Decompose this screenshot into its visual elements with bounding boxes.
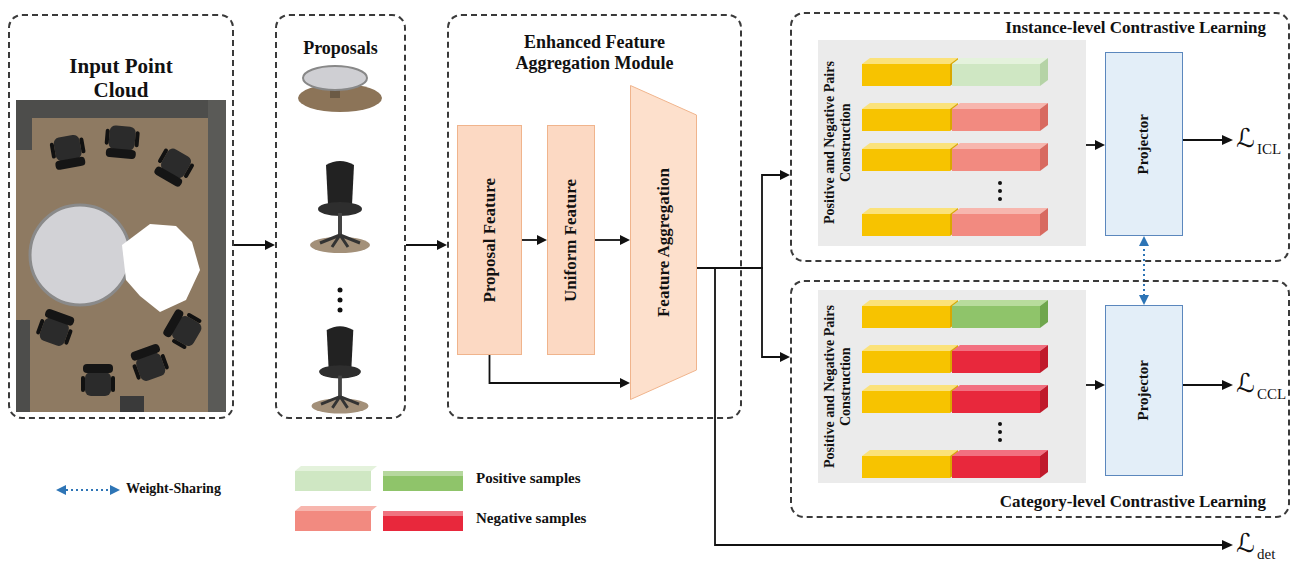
point-cloud-room [16, 100, 226, 412]
proposal-thumbnails [298, 66, 382, 414]
connector-line [1143, 244, 1145, 297]
contrastive-panel: Category-level Contrastive Learning Posit… [790, 280, 1290, 518]
loss-symbol: ℒ [1236, 370, 1255, 396]
legend-label: Positive samples [476, 471, 581, 486]
arrowhead [1095, 380, 1105, 390]
node-label: Instance-level Contrastive Learning [1005, 18, 1266, 38]
node-label: Feature Aggregation [654, 168, 674, 317]
proposals-panel: Proposals [275, 14, 406, 419]
connector [595, 235, 630, 245]
connector-line [234, 244, 267, 246]
node-label: Proposal Feature [480, 178, 500, 303]
connector [234, 240, 275, 250]
connector [1086, 140, 1105, 150]
legend-samples [56, 466, 377, 531]
arrowhead [1095, 140, 1105, 150]
legend-swatch [383, 511, 463, 531]
node-label: Category-level Contrastive Learning [1000, 492, 1266, 512]
node-label: Positive and Negative Pairs Construction [822, 295, 854, 478]
connector [697, 268, 790, 362]
connector-line [406, 244, 439, 246]
loss-arrowheads [1222, 135, 1233, 550]
connector-line [522, 239, 539, 241]
projector-box: Projector [1105, 305, 1183, 476]
arrowhead [437, 240, 447, 250]
connector [406, 240, 447, 250]
node-label: Projector [1135, 114, 1152, 175]
aggregation-trapezoid: Feature Aggregation [630, 85, 697, 400]
arrowhead [780, 170, 790, 180]
pairs-panel: Positive and Negative Pairs Construction [818, 40, 1086, 246]
feature-box: Uniform Feature [547, 125, 595, 355]
weight-sharing-connector [1139, 236, 1149, 305]
legend-label: Weight-Sharing [126, 482, 221, 496]
connector-line [490, 355, 623, 383]
arrowhead [1139, 295, 1149, 305]
arrowhead [620, 378, 630, 388]
legend-swatch [383, 471, 463, 491]
loss-subscript: ICL [1257, 142, 1281, 157]
connector [490, 355, 631, 388]
loss-subscript: det [1257, 547, 1275, 562]
input-panel: Input Point Cloud [8, 14, 234, 419]
contrastive-panel: Instance-level Contrastive LearningPosit… [790, 12, 1290, 262]
connector [697, 170, 790, 268]
arrowhead [1139, 236, 1149, 246]
loss-symbol: ℒ [1236, 530, 1255, 556]
node-label: Input Point Cloud [59, 54, 183, 102]
connector-line [697, 268, 782, 357]
module-panel: Enhanced Feature Aggregation ModulePropo… [447, 14, 742, 419]
pairs-panel: Positive and Negative Pairs Construction [818, 290, 1086, 483]
connector-line [697, 175, 782, 268]
arrowhead [265, 240, 275, 250]
projector-box: Projector [1105, 52, 1183, 236]
connector-line [595, 239, 622, 241]
legend-label: Negative samples [476, 511, 586, 526]
node-label: Proposals [281, 38, 401, 59]
loss-symbol: ℒ [1236, 125, 1255, 151]
node-label: Projector [1135, 360, 1152, 421]
arrowhead [620, 235, 630, 245]
node-label: Positive and Negative Pairs Construction [822, 45, 854, 241]
node-label: Enhanced Feature Aggregation Module [490, 32, 700, 73]
feature-box: Proposal Feature [457, 125, 522, 355]
arrowhead [537, 235, 547, 245]
arrowhead [780, 352, 790, 362]
connector [1086, 380, 1105, 390]
node-label: Uniform Feature [561, 179, 581, 302]
connector [522, 235, 547, 245]
trapezoid-shape [631, 86, 697, 400]
loss-subscript: CCL [1257, 387, 1286, 402]
